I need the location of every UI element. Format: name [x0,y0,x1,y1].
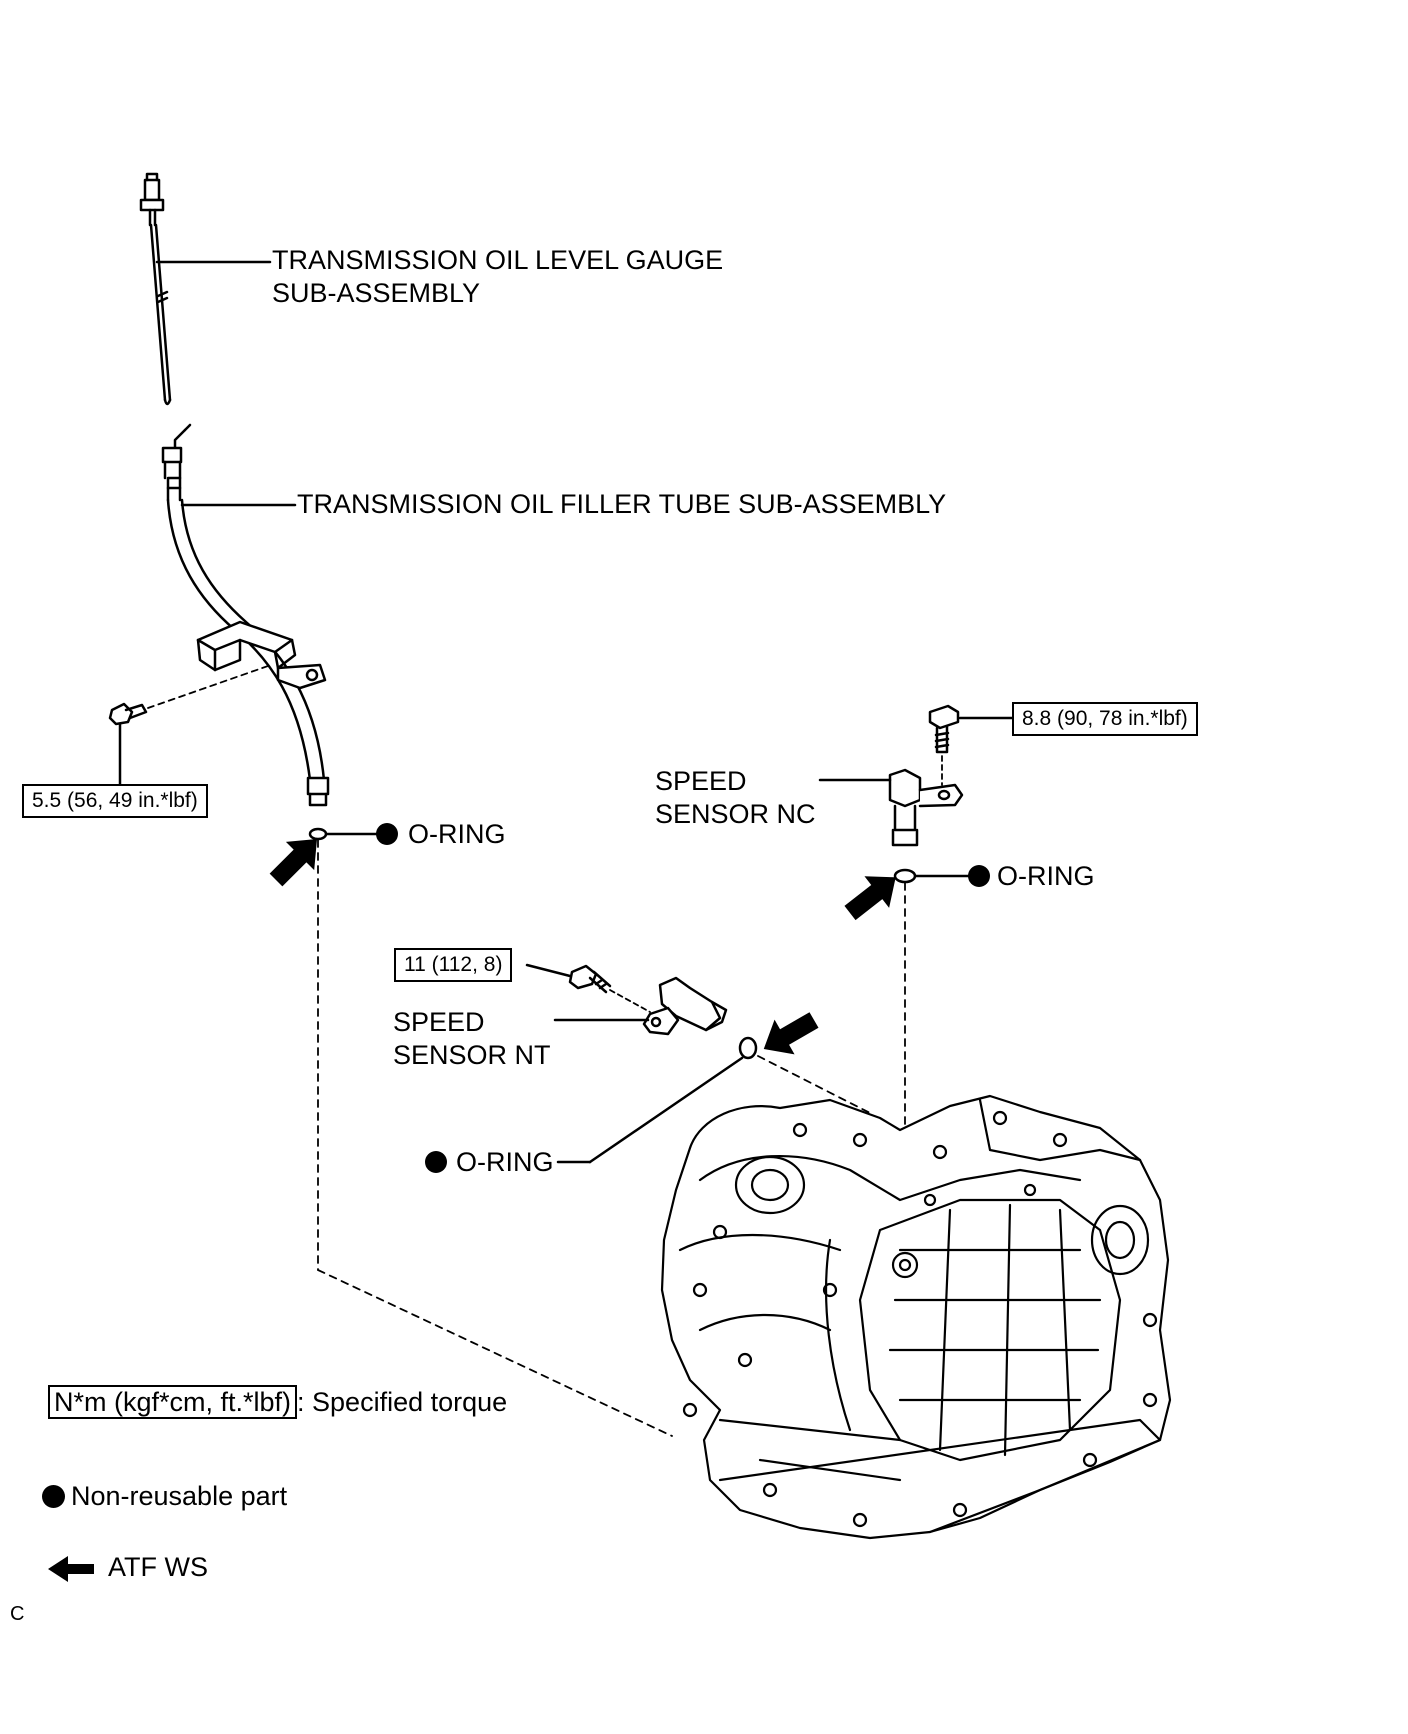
black-dot-icon [968,865,990,887]
label-speed-sensor-nt: SPEED SENSOR NT [393,1006,551,1072]
legend-nonreusable: Non-reusable part [42,1480,287,1513]
o-ring-nc-drawing [893,868,917,884]
legend-torque-text: : Specified torque [297,1387,508,1417]
label-nt-line2: SENSOR NT [393,1040,551,1070]
label-o-ring-filler: O-RING [408,819,506,849]
torque-filler-tube-bolt: 5.5 (56, 49 in.*lbf) [22,784,208,818]
atf-arrow-icon [763,1012,819,1055]
black-dot-icon [42,1485,65,1508]
legend-torque: N*m (kgf*cm, ft.*lbf): Specified torque [48,1385,508,1419]
torque-nc-bolt: 8.8 (90, 78 in.*lbf) [1012,702,1198,736]
transaxle-housing-drawing [660,1094,1172,1540]
label-gauge-line2: SUB-ASSEMBLY [272,278,481,308]
atf-arrow-icon [48,1555,94,1582]
legend-atf: ATF WS [48,1551,208,1584]
filler-tube-bolt-drawing [108,702,148,726]
oil-filler-tube-drawing [161,423,330,807]
label-nc-line1: SPEED [655,766,747,796]
label-o-ring-nc: O-RING [997,861,1095,891]
o-ring-filler-drawing [308,827,328,841]
atf-arrow-icon [844,876,896,921]
black-dot-icon [425,1151,447,1173]
label-oil-filler-tube: TRANSMISSION OIL FILLER TUBE SUB-ASSEMBL… [297,489,947,519]
label-o-ring-nt: O-RING [456,1147,554,1177]
black-dot-icon [376,823,398,845]
atf-arrow-icon [269,838,318,887]
oil-level-gauge-drawing [139,172,172,406]
legend-nonreusable-text: Non-reusable part [71,1481,288,1511]
legend-atf-text: ATF WS [108,1552,208,1582]
speed-sensor-nc-drawing [888,704,964,847]
o-ring-nt-drawing [738,1036,758,1060]
torque-nt-bolt: 11 (112, 8) [394,948,513,982]
speed-sensor-nt-drawing [568,964,728,1036]
label-speed-sensor-nc: SPEED SENSOR NC [655,765,816,831]
label-gauge-line1: TRANSMISSION OIL LEVEL GAUGE [272,245,724,275]
label-nt-line1: SPEED [393,1007,485,1037]
legend-torque-box: N*m (kgf*cm, ft.*lbf) [48,1385,298,1419]
label-oil-level-gauge: TRANSMISSION OIL LEVEL GAUGE SUB-ASSEMBL… [272,244,723,310]
label-nc-line2: SENSOR NC [655,799,816,829]
corner-code: C [10,1603,25,1625]
